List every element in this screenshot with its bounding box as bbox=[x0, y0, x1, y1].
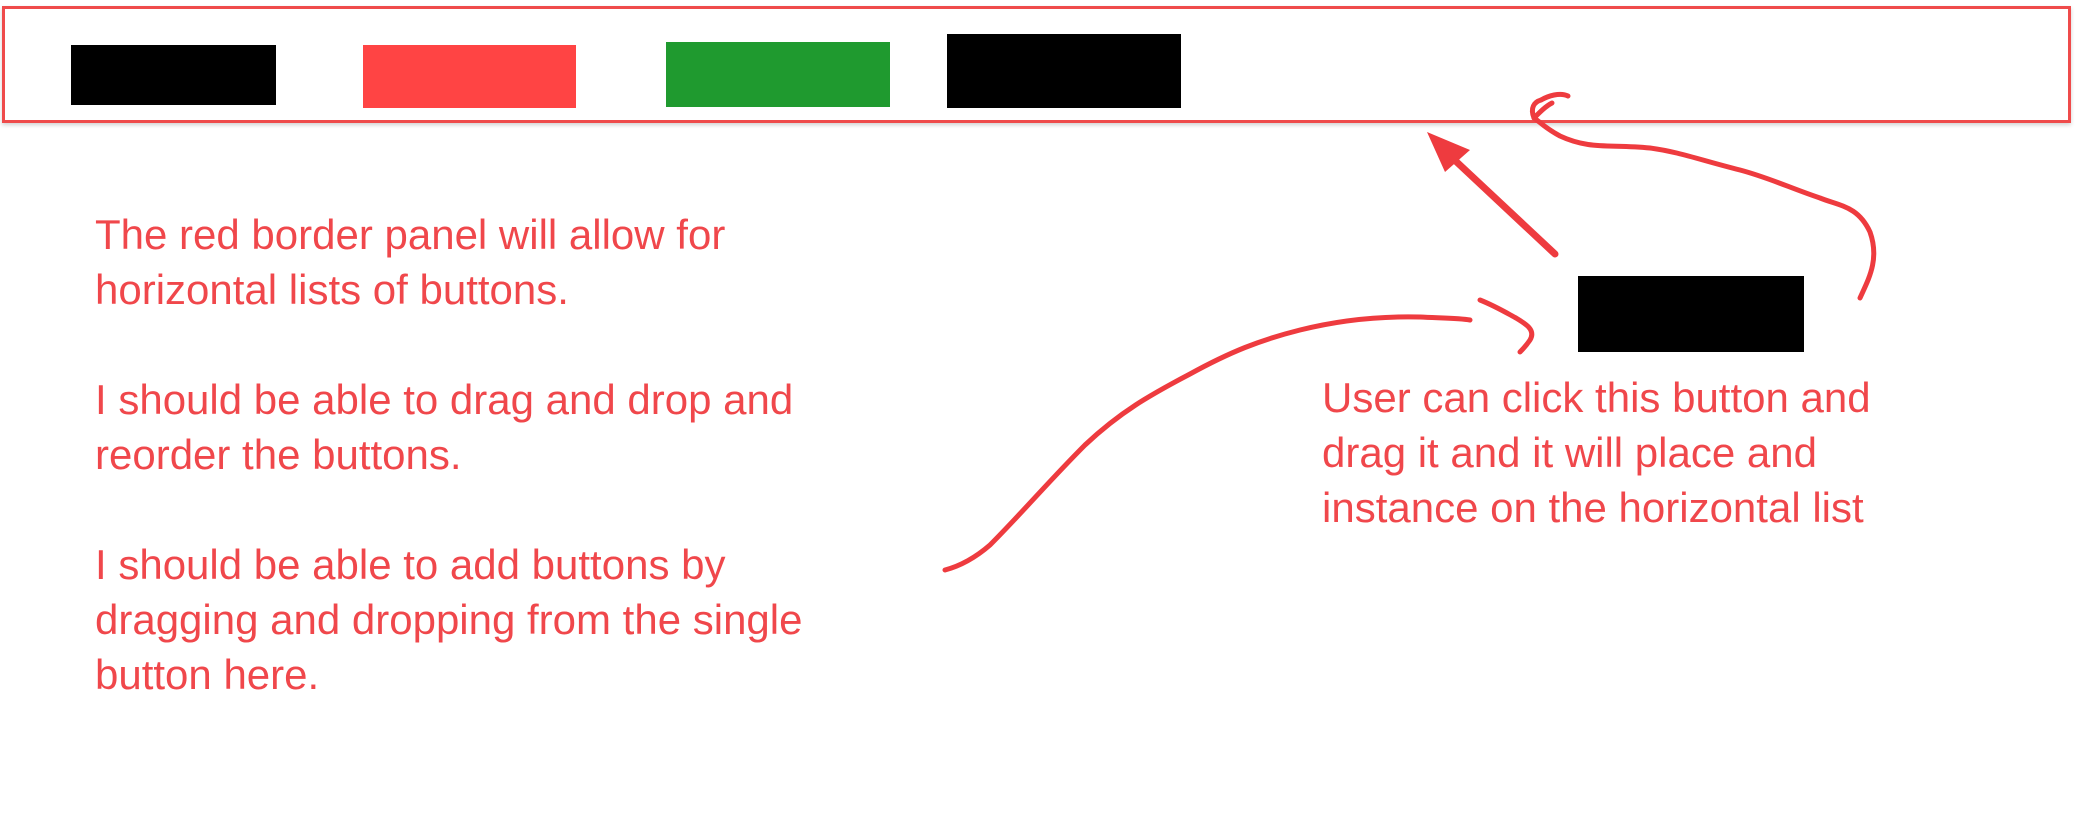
note-line: dragging and dropping from the single bbox=[95, 596, 803, 643]
list-button-3[interactable] bbox=[666, 42, 890, 107]
straight-arrow-icon bbox=[1427, 132, 1559, 258]
note-reorder: I should be able to drag and drop and re… bbox=[95, 372, 793, 482]
note-line: instance on the horizontal list bbox=[1322, 484, 1864, 531]
list-button-4[interactable] bbox=[947, 34, 1181, 108]
note-line: horizontal lists of buttons. bbox=[95, 266, 569, 313]
curved-arrow-icon bbox=[1529, 91, 1877, 301]
note-horizontal-lists: The red border panel will allow for hori… bbox=[95, 207, 725, 317]
list-button-2[interactable] bbox=[363, 45, 576, 108]
note-line: The red border panel will allow for bbox=[95, 211, 726, 258]
note-line: User can click this button and bbox=[1322, 374, 1871, 421]
note-line: I should be able to add buttons by bbox=[95, 541, 726, 588]
draggable-source-button[interactable] bbox=[1578, 276, 1804, 352]
note-source-button: User can click this button and drag it a… bbox=[1322, 370, 1871, 535]
list-button-1[interactable] bbox=[71, 45, 276, 105]
note-line: I should be able to drag and drop and bbox=[95, 376, 794, 423]
note-line: button here. bbox=[95, 651, 320, 698]
note-line: reorder the buttons. bbox=[95, 431, 462, 478]
note-line: drag it and it will place and bbox=[1322, 429, 1817, 476]
horizontal-button-list-panel[interactable] bbox=[2, 6, 2071, 123]
note-add-buttons: I should be able to add buttons by dragg… bbox=[95, 537, 802, 702]
